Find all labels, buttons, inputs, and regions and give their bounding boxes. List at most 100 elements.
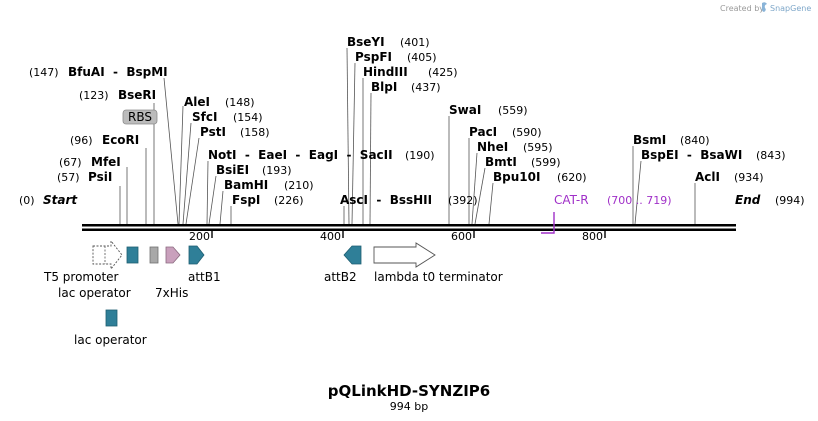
enzyme-bmti-name: BmtI: [485, 155, 517, 169]
enzyme-alei-name: AleI: [184, 95, 210, 109]
enzyme-mfei-coord: (67): [59, 156, 82, 169]
7xhis-arrow: [165, 246, 181, 264]
primer-cat-r-range: (700 .. 719): [607, 194, 672, 207]
enzyme-psti: PstI (158): [200, 125, 270, 139]
lac-operator-label: lac operator: [58, 286, 131, 300]
enzyme-bpu10i-name: Bpu10I: [493, 170, 540, 184]
enzyme-bseri-name: BseRI: [118, 88, 156, 102]
enzyme-acli-name: AclI: [695, 170, 720, 184]
sequence-backbone: [82, 224, 736, 231]
enzyme-asci-coord: (392): [448, 194, 478, 207]
enzyme-bfuai-coord: (147): [29, 66, 59, 79]
enzyme-fspi-coord: (226): [274, 194, 304, 207]
enzyme-fspi: FspI (226): [232, 193, 304, 207]
enzyme-sfci-name: SfcI: [192, 110, 217, 124]
end-label: End: [735, 193, 761, 207]
enzyme-paci-coord: (590): [512, 126, 542, 139]
lac-operator-2-label: lac operator: [74, 333, 147, 347]
enzyme-blpi: BlpI (437): [371, 80, 441, 94]
enzyme-bamhi: BamHI (210): [224, 178, 314, 192]
enzyme-asci-name: AscI - BssHII: [340, 193, 432, 207]
lambda-t0-terminator-arrow: [373, 242, 436, 268]
enzyme-bspei: BspEI - BsaWI (843): [641, 148, 786, 162]
enzyme-noti: NotI - EaeI - EagI - SacII (190): [208, 148, 435, 162]
enzyme-sfci: SfcI (154): [192, 110, 263, 124]
tick-label-600: 600: [451, 230, 472, 243]
brand-snapgene: SnapGene: [770, 4, 811, 13]
enzyme-sfci-coord: (154): [233, 111, 263, 124]
enzyme-bsiei-coord: (193): [262, 164, 292, 177]
enzyme-psti-name: PstI: [200, 125, 226, 139]
enzyme-nhei-name: NheI: [477, 140, 508, 154]
enzyme-acli-coord: (934): [734, 171, 764, 184]
end-coord: (994): [775, 194, 805, 207]
enzyme-bsmi: BsmI (840): [633, 133, 710, 147]
7xhis-label: 7xHis: [155, 286, 188, 300]
lac-operator-2-box: [105, 309, 118, 327]
enzyme-bpu10i: Bpu10I (620): [493, 170, 587, 184]
start-label: Start: [43, 193, 78, 207]
lambda-t0-terminator-label: lambda t0 terminator: [374, 270, 503, 284]
enzyme-pspfi-name: PspFI: [355, 50, 392, 64]
enzyme-ecori: (96) EcoRI: [70, 133, 139, 147]
enzyme-bfuai-name: BfuAI - BspMI: [68, 65, 168, 79]
enzyme-swai: SwaI (559): [449, 103, 528, 117]
enzyme-paci: PacI (590): [469, 125, 542, 139]
enzyme-bspei-name: BspEI - BsaWI: [641, 148, 742, 162]
enzyme-leader-lines: [119, 47, 696, 225]
enzyme-bseri-coord: (123): [79, 89, 109, 102]
t5-promoter-arrow: [92, 239, 123, 271]
rbs-label: RBS: [128, 110, 152, 124]
enzyme-psii-name: PsiI: [88, 170, 112, 184]
enzyme-pspfi-coord: (405): [407, 51, 437, 64]
enzyme-bfuai: (147) BfuAI - BspMI: [29, 65, 168, 79]
enzyme-bmti-coord: (599): [531, 156, 561, 169]
enzyme-swai-coord: (559): [498, 104, 528, 117]
enzyme-nhei-coord: (595): [523, 141, 553, 154]
enzyme-swai-name: SwaI: [449, 103, 481, 117]
enzyme-bsiei-name: BsiEI: [216, 163, 249, 177]
enzyme-acli: AclI (934): [695, 170, 764, 184]
enzyme-ecori-name: EcoRI: [102, 133, 139, 147]
attb1-arrow: [188, 245, 205, 265]
attb2-label: attB2: [324, 270, 357, 284]
enzyme-mfei-name: MfeI: [91, 155, 121, 169]
enzyme-noti-name: NotI - EaeI - EagI - SacII: [208, 148, 393, 162]
enzyme-alei: AleI (148): [184, 95, 255, 109]
enzyme-bseri: (123) BseRI: [79, 88, 156, 102]
rbs-box: [122, 109, 158, 125]
enzyme-psti-coord: (158): [240, 126, 270, 139]
enzyme-noti-coord: (190): [405, 149, 435, 162]
tick-label-800: 800: [582, 230, 603, 243]
enzyme-bseyi-coord: (401): [400, 36, 430, 49]
enzyme-fspi-name: FspI: [232, 193, 260, 207]
lac-operator-box: [126, 246, 139, 264]
enzyme-bseyi: BseYI (401): [347, 35, 430, 49]
tick-label-200: 200: [189, 230, 210, 243]
plasmid-title: pQLinkHD-SYNZIP6: [328, 382, 490, 400]
start-coord: (0): [19, 194, 35, 207]
enzyme-blpi-name: BlpI: [371, 80, 397, 94]
enzyme-bsmi-coord: (840): [680, 134, 710, 147]
enzyme-hindiii: HindIII (425): [363, 65, 458, 79]
tick-label-400: 400: [320, 230, 341, 243]
spacer-box: [149, 246, 159, 264]
enzyme-bamhi-name: BamHI: [224, 178, 268, 192]
enzyme-ecori-coord: (96): [70, 134, 93, 147]
enzyme-bspei-coord: (843): [756, 149, 786, 162]
snapgene-logo-icon: [761, 2, 767, 13]
enzyme-bsiei: BsiEI (193): [216, 163, 292, 177]
primer-cat-r-arrow: [541, 212, 555, 234]
attb2-arrow: [343, 245, 362, 265]
enzyme-blpi-coord: (437): [411, 81, 441, 94]
feature-t5-promoter: [92, 239, 123, 271]
enzyme-pspfi: PspFI (405): [355, 50, 437, 64]
enzyme-bsmi-name: BsmI: [633, 133, 666, 147]
enzyme-alei-coord: (148): [225, 96, 255, 109]
enzyme-mfei: (67) MfeI: [59, 155, 121, 169]
primer-cat-r-name: CAT-R: [554, 193, 589, 207]
plasmid-length: 994 bp: [390, 400, 428, 413]
enzyme-asci: AscI - BssHII (392): [340, 193, 478, 207]
enzyme-bpu10i-coord: (620): [557, 171, 587, 184]
